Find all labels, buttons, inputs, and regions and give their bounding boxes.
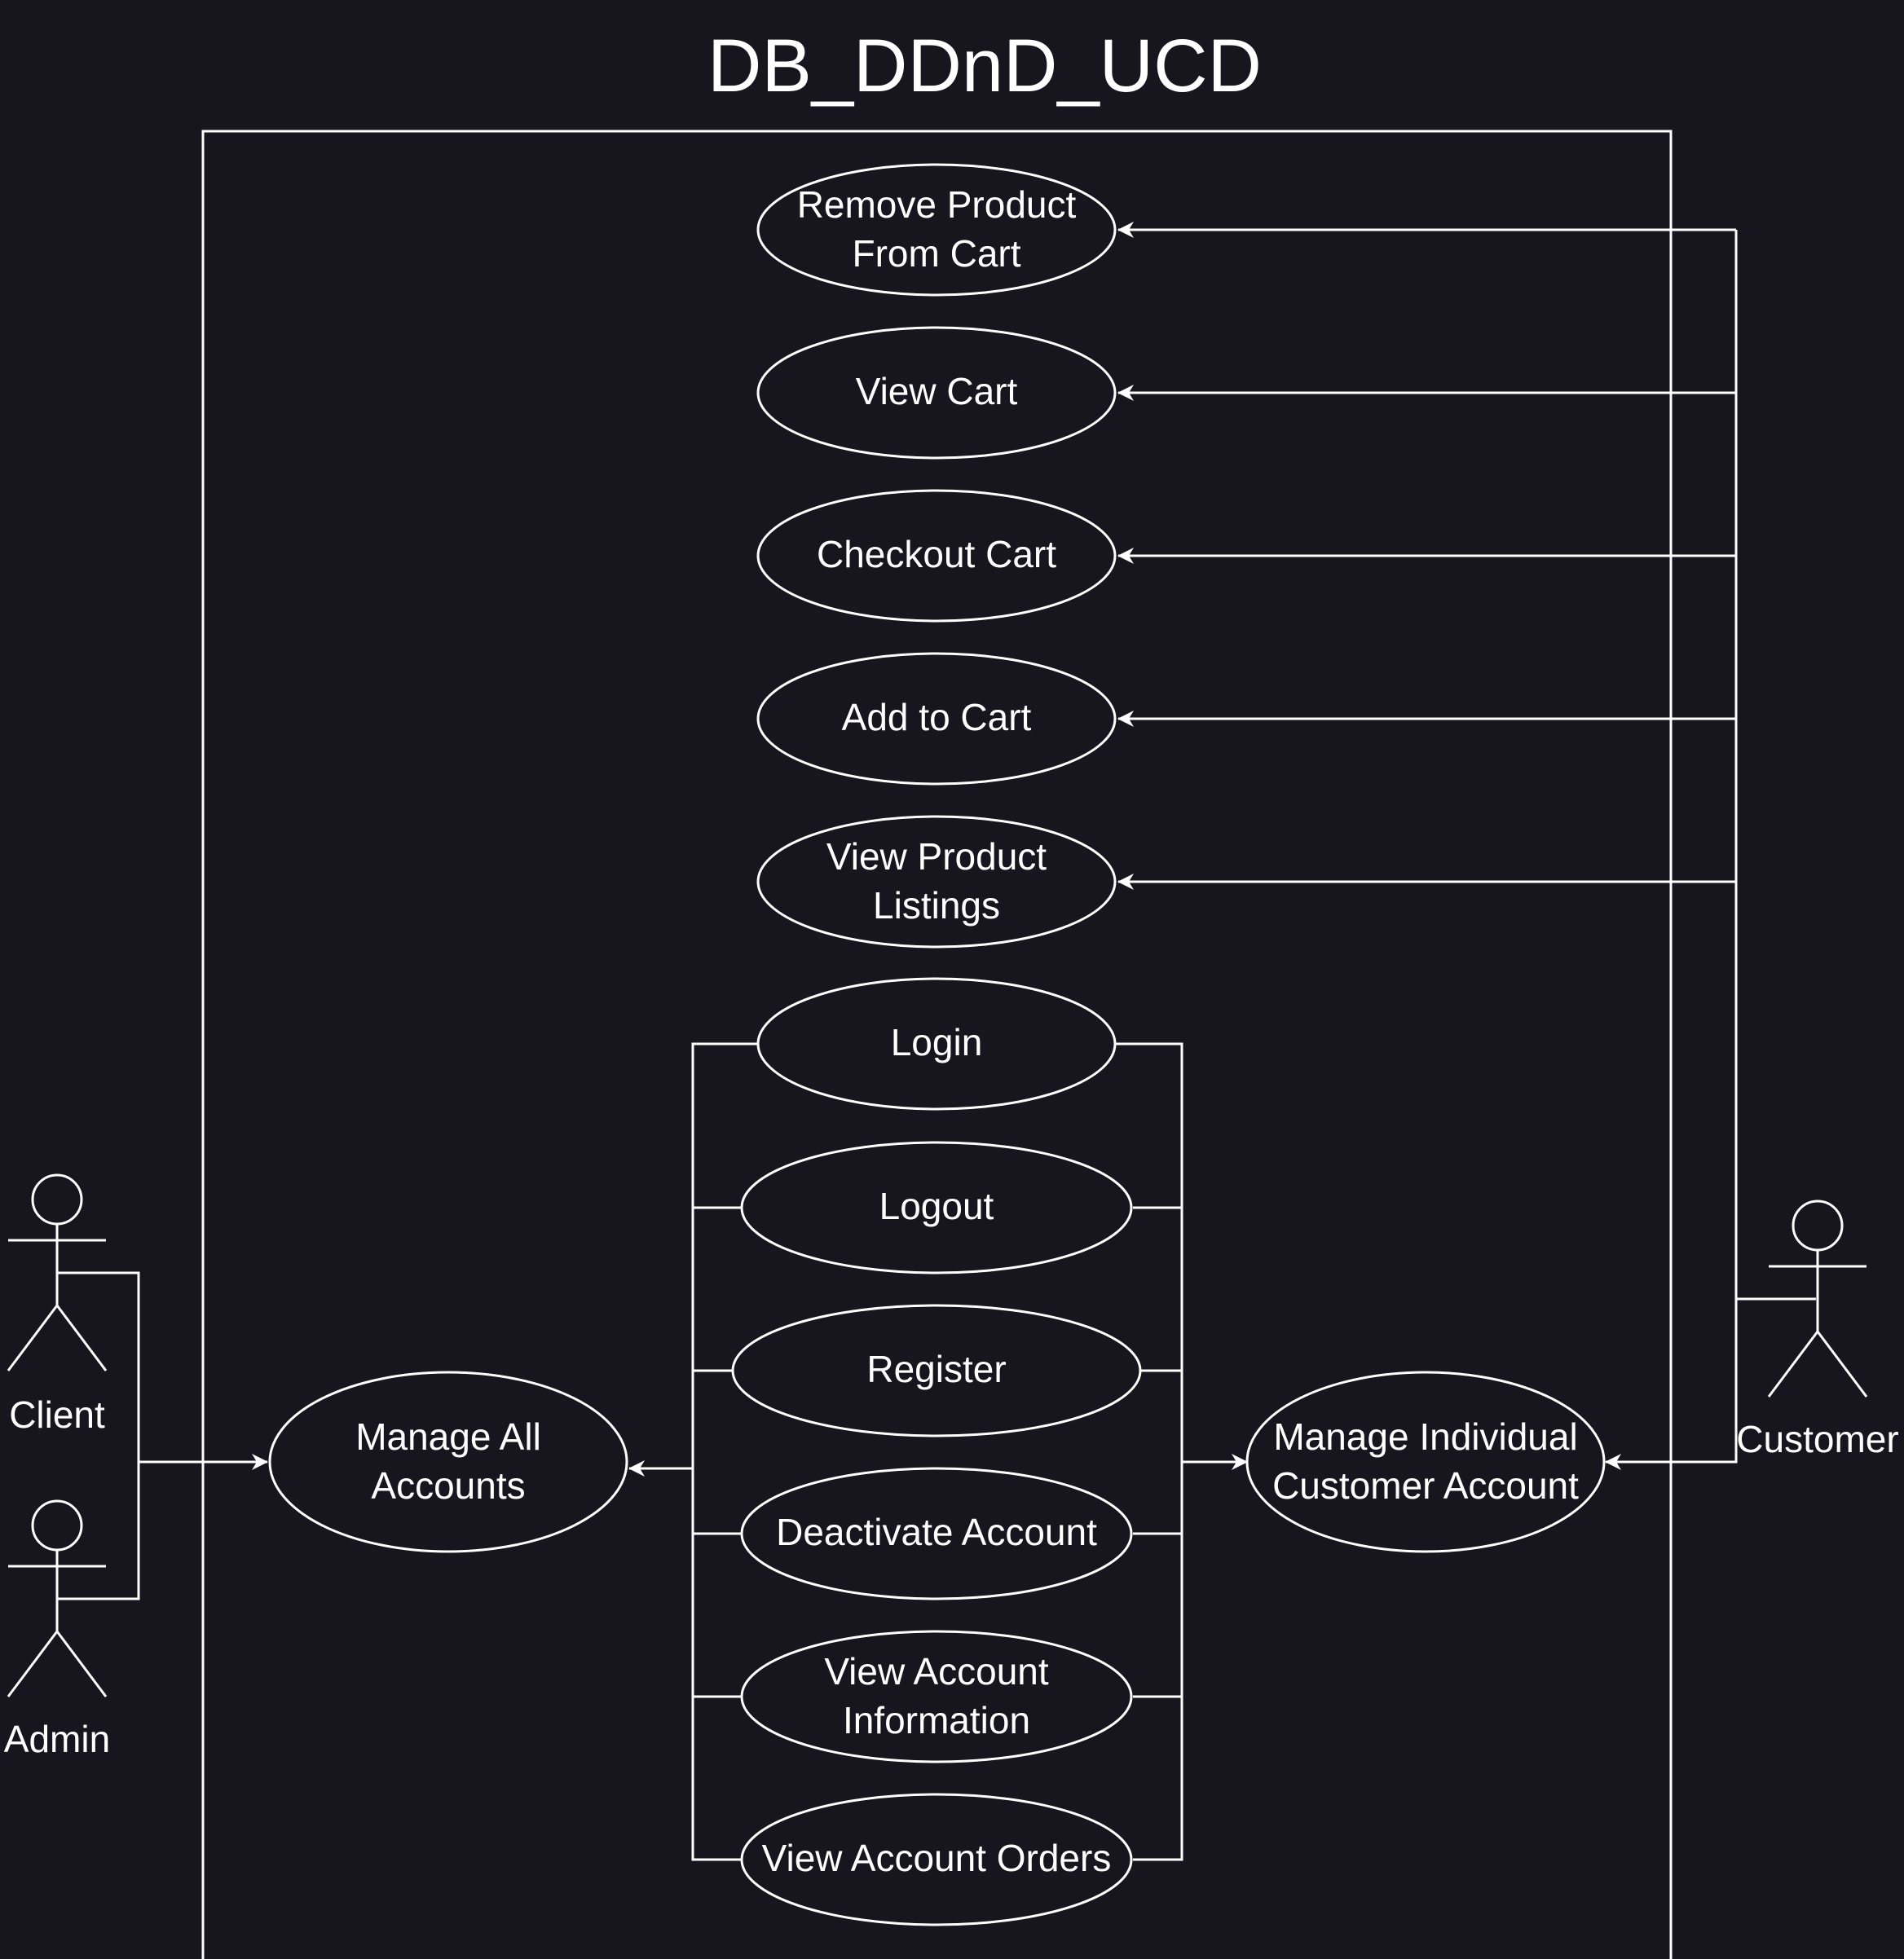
actor-label: Admin: [4, 1718, 110, 1760]
left-bracket: [628, 1042, 758, 1861]
use-case-view-product-listings[interactable]: View Product Listings: [756, 815, 1117, 949]
actor-admin[interactable]: Admin: [4, 1499, 110, 1760]
use-case-remove-product[interactable]: Remove Product From Cart: [756, 163, 1117, 297]
use-case-logout[interactable]: Logout: [740, 1141, 1133, 1274]
use-case-label: Information: [843, 1699, 1030, 1741]
customer-connectors: [1117, 222, 1816, 1470]
use-case-add-to-cart[interactable]: Add to Cart: [756, 652, 1117, 786]
use-case-label: View Cart: [856, 370, 1018, 412]
use-case-label: Remove Product: [797, 183, 1077, 226]
use-case-login[interactable]: Login: [756, 977, 1117, 1111]
use-case-label: Logout: [879, 1185, 994, 1227]
stick-figure-icon: [7, 1499, 108, 1697]
stick-figure-icon: [7, 1173, 108, 1371]
use-case-deactivate-account[interactable]: Deactivate Account: [740, 1467, 1133, 1600]
edge-customer-manage-individual: [1605, 1299, 1738, 1470]
use-case-label: Manage All: [355, 1415, 541, 1458]
use-case-view-cart[interactable]: View Cart: [756, 326, 1117, 460]
actor-label: Client: [9, 1393, 105, 1436]
use-case-label: Customer Account: [1272, 1464, 1579, 1507]
use-case-label: Login: [891, 1021, 983, 1063]
client-admin-connectors: [57, 1271, 268, 1600]
use-case-label: Deactivate Account: [776, 1511, 1097, 1553]
use-case-view-account-information[interactable]: View Account Information: [740, 1630, 1133, 1763]
use-case-label: Listings: [873, 884, 1000, 927]
use-case-label: View Product: [826, 835, 1047, 878]
use-case-label: Register: [866, 1348, 1006, 1390]
use-case-label: Manage Individual: [1273, 1415, 1577, 1458]
actor-label: Customer: [1736, 1418, 1898, 1460]
use-case-label: Accounts: [371, 1464, 525, 1507]
actor-customer[interactable]: Customer: [1736, 1200, 1899, 1460]
use-case-register[interactable]: Register: [731, 1304, 1142, 1437]
diagram-title: DB_DDnD_UCD: [707, 24, 1262, 108]
use-case-label: View Account: [824, 1650, 1049, 1693]
use-case-checkout-cart[interactable]: Checkout Cart: [756, 489, 1117, 623]
use-case-label: Checkout Cart: [817, 533, 1056, 575]
actor-client[interactable]: Client: [7, 1173, 108, 1436]
use-case-label: Add to Cart: [842, 696, 1032, 738]
use-case-manage-all-accounts[interactable]: Manage All Accounts: [268, 1371, 628, 1553]
use-case-label: From Cart: [853, 232, 1021, 275]
system-boundary: [201, 130, 1673, 1959]
use-case-view-account-orders[interactable]: View Account Orders: [740, 1793, 1133, 1926]
use-case-manage-individual-account[interactable]: Manage Individual Customer Account: [1245, 1371, 1606, 1553]
right-bracket: [1115, 1042, 1248, 1861]
use-case-label: View Account Orders: [762, 1837, 1112, 1879]
stick-figure-icon: [1767, 1200, 1868, 1398]
